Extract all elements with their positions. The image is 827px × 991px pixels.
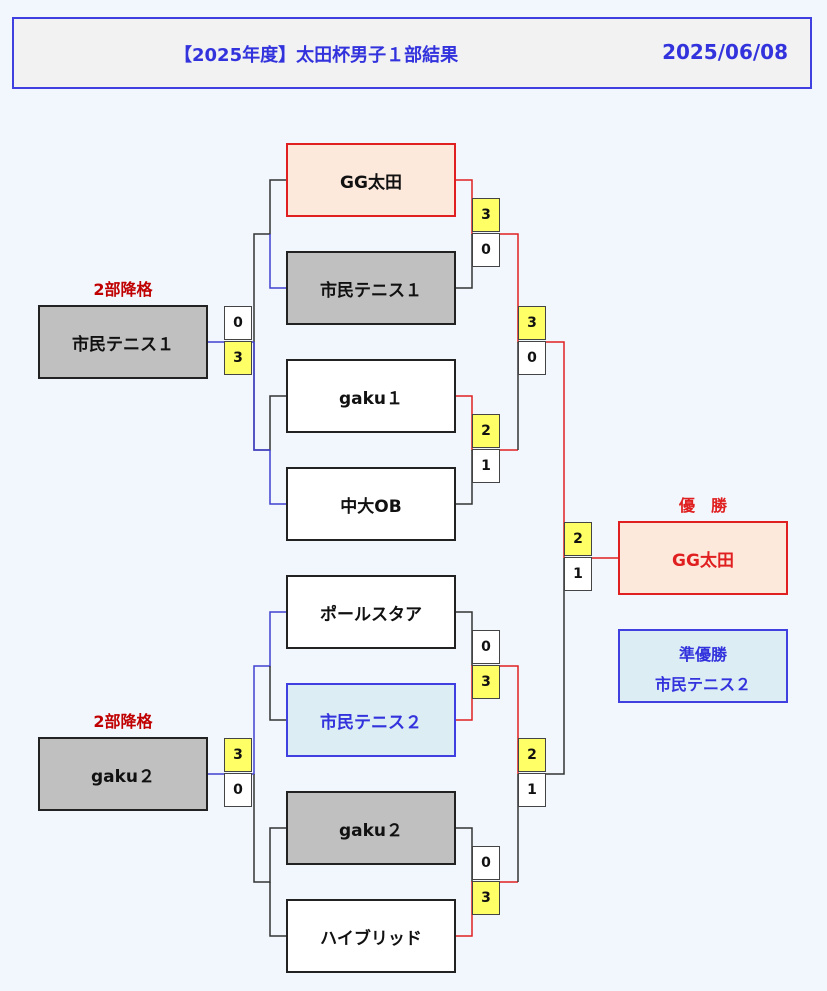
line-po-bottom-b <box>269 666 286 721</box>
score-po-top-top: 0 <box>224 306 252 340</box>
runnerup-label: 準優勝 <box>678 645 727 664</box>
runnerup-box: 準優勝 市民テニス２ <box>618 629 788 703</box>
score-r1m2-bottom: 1 <box>472 449 500 483</box>
line-r1m1-loser <box>456 234 473 289</box>
team-box-hybrid: ハイブリッド <box>286 899 456 973</box>
page-title: 【2025年度】太田杯男子１部結果 <box>174 45 459 66</box>
line-po-top-c <box>253 342 286 451</box>
score-r1m1-top: 3 <box>472 198 500 232</box>
line-po-top-d <box>269 450 286 505</box>
team-box-gaku-1: gaku１ <box>286 359 456 433</box>
team-box-chudai-ob: 中大OB <box>286 467 456 541</box>
line-po-top-f <box>253 342 270 451</box>
score-final-bottom: 1 <box>564 557 592 591</box>
score-r1m4-top: 0 <box>472 846 500 880</box>
demotion-label-bottom: 2部降格 <box>93 712 153 731</box>
line-po-top-b <box>269 234 286 289</box>
score-r1m4-bottom: 3 <box>472 881 500 915</box>
line-r1m2-loser <box>456 450 473 505</box>
line-r1m4-loser <box>456 827 473 882</box>
demotion-label-top: 2部降格 <box>93 280 153 299</box>
team-box-pole-star: ポールスタア <box>286 575 456 649</box>
team-box-gg-ota: GG太田 <box>286 143 456 217</box>
score-r1m2-top: 2 <box>472 414 500 448</box>
runnerup-team: 市民テニス２ <box>654 675 751 694</box>
team-box-gaku-2: gaku２ <box>286 791 456 865</box>
score-sf-top-bottom: 0 <box>518 341 546 375</box>
score-r1m3-bottom: 3 <box>472 665 500 699</box>
score-r1m1-bottom: 0 <box>472 233 500 267</box>
score-sf-top-top: 3 <box>518 306 546 340</box>
playoff-team-bottom: gaku２ <box>38 737 208 811</box>
champion-label: 優 勝 <box>678 496 727 515</box>
header-banner: 【2025年度】太田杯男子１部結果 2025/06/08 <box>12 17 812 89</box>
line-r1m3-loser <box>456 611 473 666</box>
score-po-top-bottom: 3 <box>224 341 252 375</box>
line-po-bottom-d <box>269 882 286 937</box>
score-r1m3-top: 0 <box>472 630 500 664</box>
date-label: 2025/06/08 <box>662 40 788 64</box>
score-sf-bottom-bottom: 1 <box>518 773 546 807</box>
team-box-shimin-tennis-2: 市民テニス２ <box>286 683 456 757</box>
score-final-top: 2 <box>564 522 592 556</box>
champion-box: GG太田 <box>618 521 788 595</box>
score-po-bottom-top: 3 <box>224 738 252 772</box>
score-po-bottom-bottom: 0 <box>224 773 252 807</box>
playoff-team-top: 市民テニス１ <box>38 305 208 379</box>
score-sf-bottom-top: 2 <box>518 738 546 772</box>
team-box-shimin-tennis-1: 市民テニス１ <box>286 251 456 325</box>
line-po-bottom-c <box>253 774 286 883</box>
